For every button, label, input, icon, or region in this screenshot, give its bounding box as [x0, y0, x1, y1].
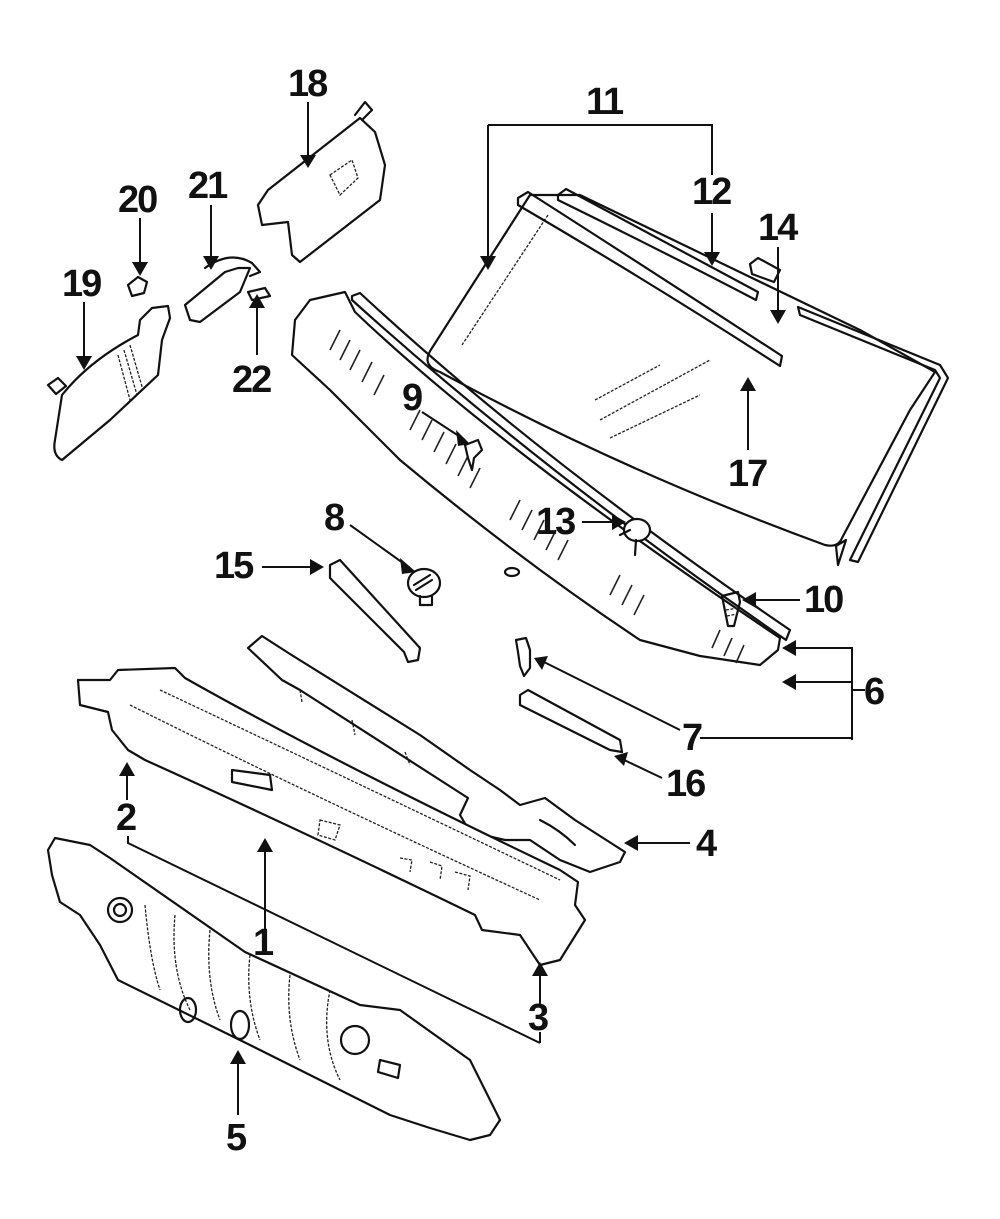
- callout-13: 13: [536, 501, 575, 543]
- cap-8: [406, 567, 442, 607]
- sun-visor-right: [256, 100, 387, 264]
- arrow-8: [400, 558, 416, 574]
- callout-10: 10: [804, 579, 843, 621]
- windshield-glass: [426, 193, 937, 547]
- arrow-3: [532, 962, 548, 976]
- cowl-grille: [290, 290, 792, 667]
- leader-lines: [76, 102, 865, 1115]
- upper-molding: [516, 190, 784, 368]
- upper-trim: [556, 187, 760, 302]
- callout-7: 7: [682, 717, 702, 759]
- callout-15: 15: [214, 545, 254, 587]
- arrow-20: [132, 262, 148, 276]
- arrow-17: [740, 377, 756, 391]
- callout-12: 12: [692, 171, 731, 213]
- arrow-5: [230, 1050, 246, 1064]
- arrow-15: [310, 559, 324, 575]
- callout-9: 9: [402, 377, 422, 419]
- arrow-7: [534, 656, 548, 670]
- cowl-reinforcement: [246, 634, 627, 874]
- rear-view-mirror: [183, 256, 262, 324]
- grille-clip: [514, 636, 532, 678]
- callout-20: 20: [118, 179, 157, 221]
- callout-6: 6: [864, 671, 884, 713]
- arrow-13: [612, 514, 626, 530]
- leader-11: [487, 124, 713, 262]
- arrow-4: [624, 835, 638, 851]
- arrow-12: [704, 252, 720, 266]
- arrow-6b: [782, 674, 796, 690]
- arrow-1: [257, 838, 273, 852]
- callout-8: 8: [324, 497, 344, 539]
- callout-11: 11: [586, 81, 624, 123]
- callout-18: 18: [288, 63, 327, 105]
- seal-right: [518, 688, 624, 754]
- callout-16: 16: [666, 763, 705, 805]
- arrow-21: [203, 256, 219, 270]
- arrow-16: [614, 752, 628, 766]
- callout-21: 21: [188, 165, 228, 207]
- callout-1: 1: [253, 922, 274, 964]
- sun-visor-left: [46, 304, 172, 462]
- mirror-bracket: [246, 286, 272, 302]
- leader-6: [788, 647, 865, 740]
- leader-16: [619, 757, 663, 779]
- arrow-22: [249, 294, 265, 308]
- visor-holder: [126, 275, 149, 298]
- screw: [720, 590, 742, 628]
- callout-17: 17: [728, 453, 767, 495]
- seal-left: [328, 558, 422, 664]
- callout-3: 3: [528, 997, 548, 1039]
- callout-19: 19: [62, 263, 101, 305]
- cap-13: [618, 517, 652, 557]
- leader-2-3-bracket: [127, 836, 541, 1044]
- leader-7: [539, 659, 681, 731]
- arrow-10: [742, 592, 756, 608]
- callout-2: 2: [116, 797, 136, 839]
- callout-5: 5: [226, 1117, 247, 1159]
- arrow-18: [300, 155, 316, 168]
- arrow-6a: [782, 640, 796, 656]
- arrow-2: [119, 762, 135, 776]
- arrow-9: [456, 430, 470, 446]
- arrow-19: [76, 356, 92, 370]
- arrow-14: [770, 310, 786, 324]
- dash-panel: [46, 836, 502, 1142]
- callout-labels: 18 20 21 19 22 11 12 14 17 9 13 8 15 10 …: [62, 63, 886, 1159]
- callout-14: 14: [758, 207, 798, 249]
- arrow-11: [480, 256, 496, 270]
- callout-22: 22: [232, 359, 271, 401]
- cowl-panel: [76, 666, 587, 967]
- callout-4: 4: [696, 823, 717, 865]
- leader-8: [349, 524, 411, 569]
- side-molding: [796, 305, 950, 567]
- clip: [463, 438, 484, 472]
